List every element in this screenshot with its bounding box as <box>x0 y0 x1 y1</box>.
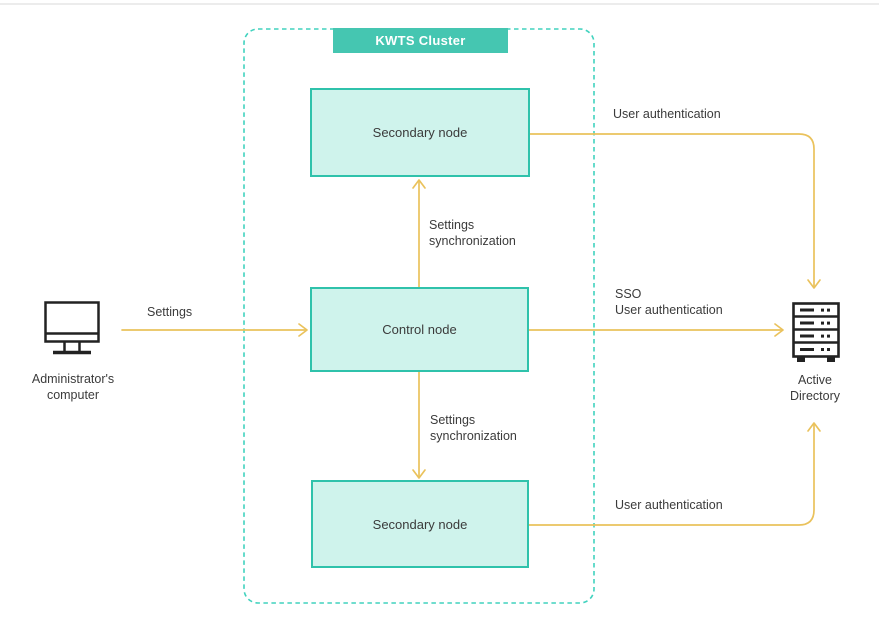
server-icon <box>792 302 840 362</box>
user-auth-bottom-label: User authentication <box>615 498 723 512</box>
user-auth-top-arrow <box>529 133 821 289</box>
active-directory-label: Active Directory <box>789 373 840 403</box>
top-divider <box>0 3 879 5</box>
cluster-title: KWTS Cluster <box>333 28 508 53</box>
sync-up-arrow <box>412 179 426 288</box>
monitor-icon <box>44 301 100 355</box>
sso-user-auth-arrow <box>528 323 784 337</box>
secondary-node-bottom: Secondary node <box>311 480 529 568</box>
sync-top-label: Settings synchronization <box>429 218 516 248</box>
admin-computer-label: Administrator's computer <box>31 372 115 402</box>
sync-down-arrow <box>412 371 426 479</box>
server-icon-details <box>797 308 835 362</box>
sso-user-auth-label: SSO User authentication <box>615 287 723 317</box>
sync-bottom-label: Settings synchronization <box>430 413 517 443</box>
settings-label: Settings <box>147 305 193 319</box>
settings-arrow <box>121 323 308 337</box>
user-auth-top-label: User authentication <box>613 107 721 121</box>
control-node: Control node <box>310 287 529 372</box>
secondary-node-top: Secondary node <box>310 88 530 177</box>
